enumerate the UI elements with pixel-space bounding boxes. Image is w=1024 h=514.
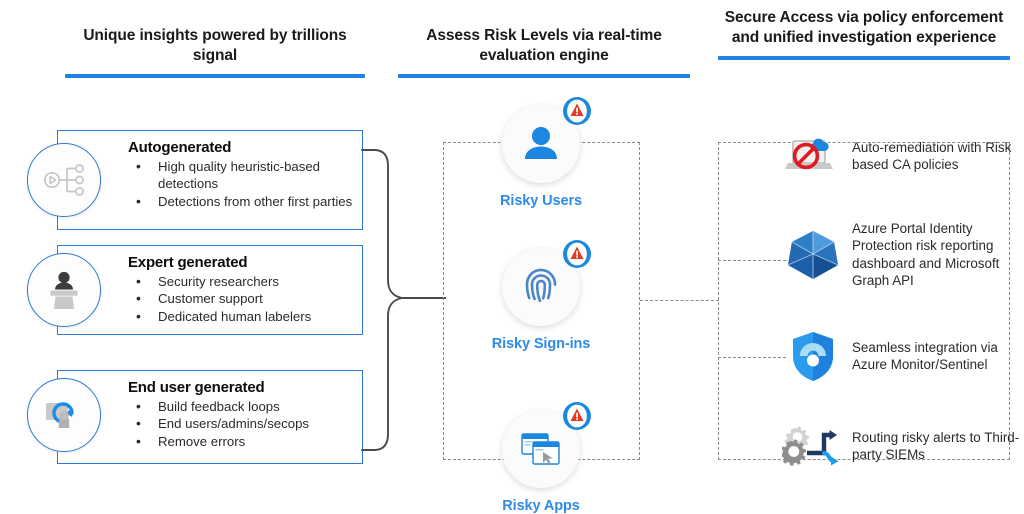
card-bullet-list: Build feedback loops End users/admins/se…	[128, 397, 354, 451]
list-item: Dedicated human labelers	[128, 307, 354, 326]
column-title: Assess Risk Levels via real-time evaluat…	[426, 27, 662, 65]
risk-warning-badge-icon	[563, 240, 591, 268]
gears-routing-icon	[782, 418, 844, 474]
sentinel-shield-icon	[782, 328, 844, 384]
list-item: Detections from other first parties	[128, 192, 354, 211]
card-body: Expert generated Security researchers Cu…	[128, 254, 354, 326]
azure-polyhedron-icon	[782, 227, 844, 283]
outcome-auto-remediation[interactable]: Auto-remediation with Risk based CA poli…	[782, 128, 1024, 184]
card-bullet-list: High quality heuristic-based detections …	[128, 157, 354, 211]
list-item: Build feedback loops	[128, 397, 354, 416]
source-card-end-user-generated: End user generated Build feedback loops …	[57, 370, 363, 464]
list-item: Customer support	[128, 289, 354, 308]
list-item: Security researchers	[128, 272, 354, 291]
user-icon	[525, 127, 557, 159]
outcome-text: Azure Portal Identity Protection risk re…	[852, 221, 1000, 289]
risk-warning-badge-icon	[563, 97, 591, 125]
list-item: Remove errors	[128, 432, 354, 451]
click-feedback-icon	[27, 378, 101, 452]
node-label: Risky Apps	[502, 498, 580, 514]
sources-to-risk-brace-connector	[360, 130, 452, 470]
list-item: End users/admins/secops	[128, 414, 354, 433]
card-bullet-list: Security researchers Customer support De…	[128, 272, 354, 326]
outcome-text: Auto-remediation with Risk based CA poli…	[852, 139, 1012, 172]
speaker-podium-icon	[27, 253, 101, 327]
column-title: Secure Access via policy enforcement and…	[724, 9, 1004, 47]
column-header-secure: Secure Access via policy enforcement and…	[718, 8, 1010, 61]
header-underline	[398, 74, 690, 79]
node-circle	[502, 97, 591, 183]
fingerprint-icon	[525, 268, 557, 303]
node-circle	[502, 240, 591, 326]
risk-warning-badge-icon	[563, 402, 591, 430]
card-body: Autogenerated High quality heuristic-bas…	[128, 139, 354, 211]
node-label: Risky Users	[500, 193, 582, 209]
mid-to-right-connector	[640, 300, 719, 301]
risk-node-risky-users[interactable]: Risky Users	[466, 97, 616, 209]
list-item: High quality heuristic-based detections	[128, 157, 354, 193]
outcome-text: Routing risky alerts to Third-party SIEM…	[852, 429, 1020, 462]
card-title: End user generated	[128, 379, 265, 396]
node-label: Risky Sign-ins	[491, 336, 591, 352]
card-body: End user generated Build feedback loops …	[128, 379, 354, 451]
branch-connector-azure-portal	[718, 260, 786, 261]
outcome-routing-siem[interactable]: Routing risky alerts to Third-party SIEM…	[782, 418, 1024, 474]
card-title: Autogenerated	[128, 139, 232, 156]
column-header-assess: Assess Risk Levels via real-time evaluat…	[398, 26, 690, 79]
node-circle	[502, 402, 591, 488]
secure-access-boundary	[718, 142, 1010, 460]
blocked-laptop-icon	[782, 128, 844, 184]
outcome-azure-portal-identity-protection[interactable]: Azure Portal Identity Protection risk re…	[782, 220, 1024, 290]
header-underline	[65, 74, 365, 79]
automation-gear-icon	[27, 143, 101, 217]
card-title: Expert generated	[128, 254, 248, 271]
branch-connector-sentinel	[718, 357, 786, 358]
risk-node-risky-apps[interactable]: Risky Apps	[466, 402, 616, 514]
app-windows-icon	[521, 433, 560, 465]
outcome-text: Seamless integration via Azure Monitor/S…	[852, 339, 998, 372]
source-card-expert-generated: Expert generated Security researchers Cu…	[57, 245, 363, 335]
risk-node-risky-signins[interactable]: Risky Sign-ins	[466, 240, 616, 352]
outcome-seamless-integration[interactable]: Seamless integration via Azure Monitor/S…	[782, 328, 1024, 384]
source-card-autogenerated: Autogenerated High quality heuristic-bas…	[57, 130, 363, 230]
column-header-insights: Unique insights powered by trillions sig…	[65, 26, 365, 79]
header-underline	[718, 56, 1010, 61]
column-title: Unique insights powered by trillions sig…	[83, 27, 347, 65]
